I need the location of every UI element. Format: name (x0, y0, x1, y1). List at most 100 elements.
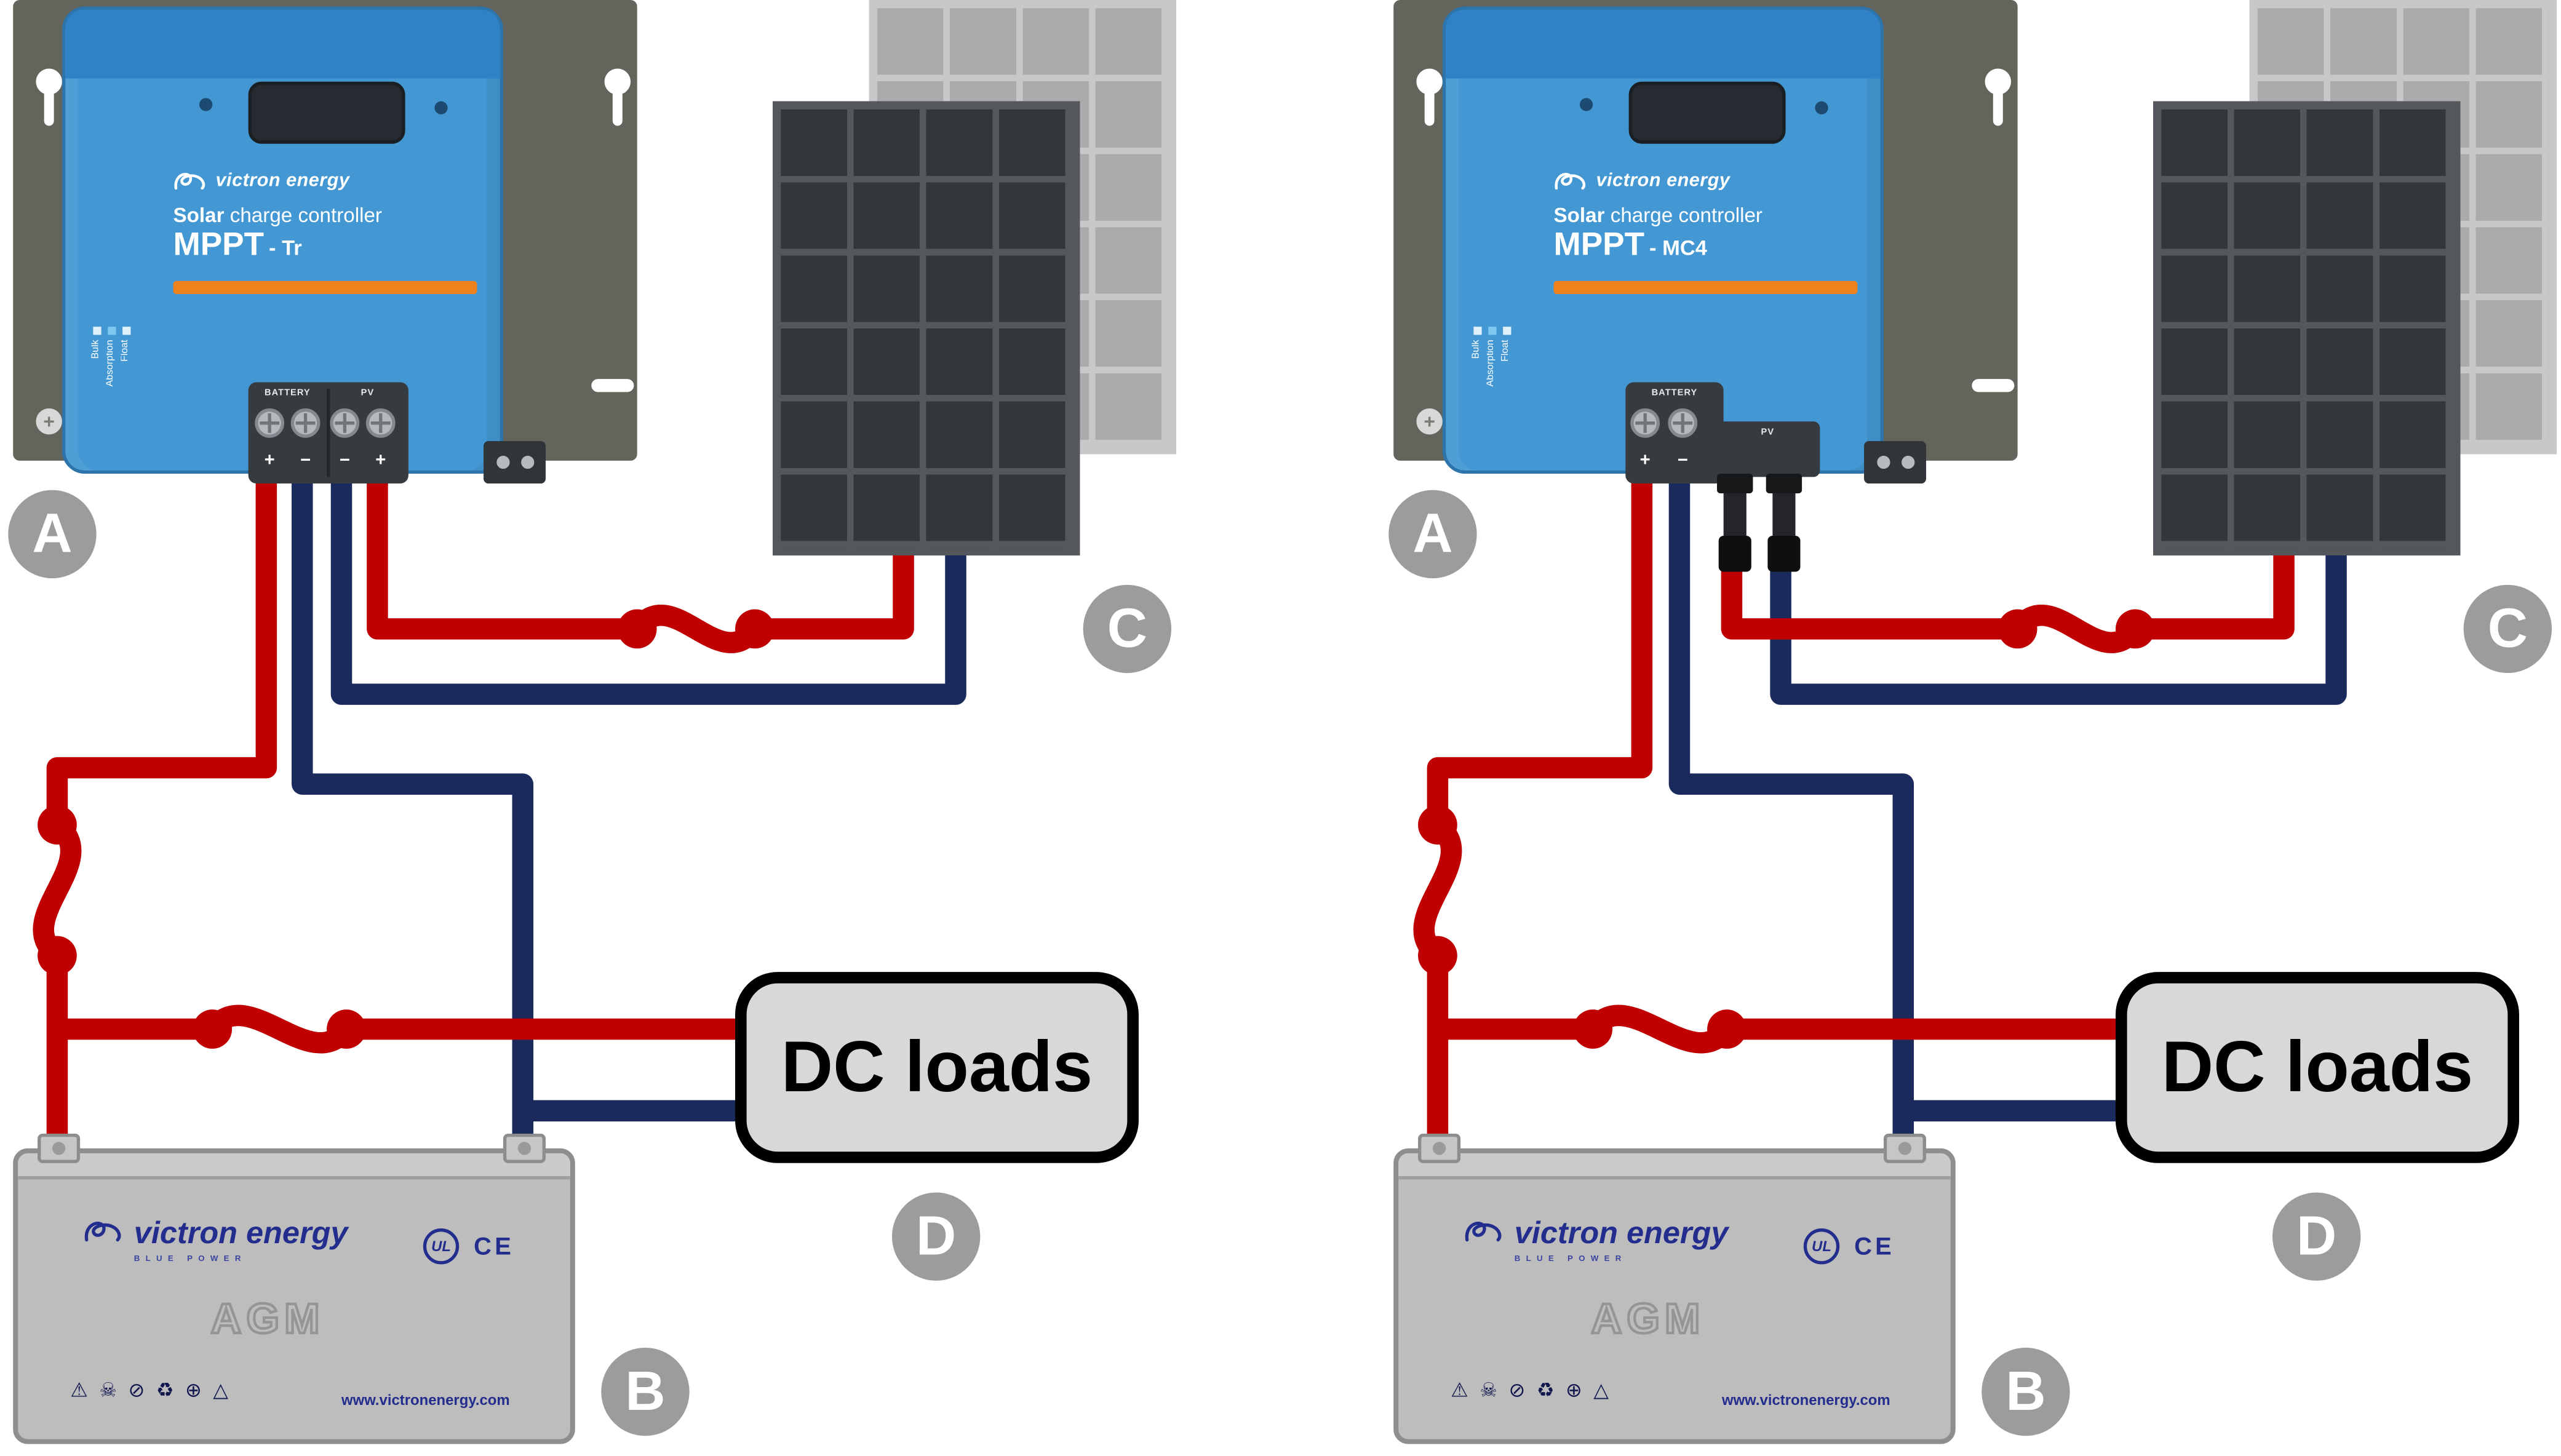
prohibited-icon: ⊘ (1508, 1378, 1526, 1402)
led-icon (121, 327, 130, 335)
product-rest: charge controller (1604, 204, 1762, 228)
screw-icon: + (36, 408, 62, 435)
model-variant: - Tr (269, 235, 302, 260)
fuse-terminal (38, 805, 77, 845)
product-rest: charge controller (224, 204, 382, 228)
polarity-sign: − (300, 450, 311, 471)
wiring-right (1413, 460, 2347, 1153)
model-variant: - MC4 (1649, 235, 1707, 260)
marker-c: C (2463, 584, 2552, 674)
terminal-screw-icon (290, 408, 321, 438)
accent-bar (1553, 280, 1858, 295)
mc4-shaft (1772, 493, 1796, 536)
mppt-mc4-diagram: + victron energy Solar charge controller… (1380, 0, 2561, 1455)
fuse-terminal (327, 1009, 366, 1049)
model-name: MPPT (173, 227, 265, 263)
charge-controller: victron energy Solar charge controller M… (62, 6, 546, 484)
mc4-tip (1718, 536, 1751, 572)
dc-loads-box: DC loads (735, 972, 1139, 1163)
battery-lid (1398, 1153, 1951, 1180)
warning-icon: ⚠ (70, 1378, 88, 1402)
keyhole-slot-icon (604, 68, 631, 128)
safety-icons: ⚠ ☠ ⊘ ♻ ⊕ △ (70, 1380, 228, 1400)
victron-logo: victron energy BLUE POWER (1464, 1219, 1728, 1264)
solar-panel-front (773, 101, 1080, 555)
battery-positive-terminal (38, 1133, 81, 1163)
mppt-tr-diagram: + victron energy Solar charge controller… (0, 0, 1184, 1455)
fuse-terminal (1997, 609, 2037, 649)
screw-icon (495, 455, 509, 469)
battery-positive-wire (46, 460, 277, 825)
pv-negative-wire (330, 460, 966, 705)
led-icon (106, 327, 116, 335)
victron-swirl-icon (84, 1222, 121, 1242)
terminal-screw-icon (330, 408, 360, 438)
mc4-connector-negative (1766, 474, 1802, 572)
certification-marks: UL CE (423, 1228, 514, 1265)
led-float: Float (1501, 327, 1511, 386)
marker-d: D (2272, 1192, 2361, 1281)
solar-panel-front (2153, 101, 2461, 555)
aux-connector (1864, 441, 1926, 484)
screw-icon (1900, 455, 1914, 469)
product-bold: Solar (173, 204, 225, 228)
battery-negative-terminal (503, 1133, 546, 1163)
polarity-sign: − (339, 450, 350, 471)
led-float: Float (121, 327, 130, 386)
pv-connector-block: PV (1715, 421, 1820, 477)
mount-slot-icon (591, 379, 634, 392)
battery: victron energy BLUE POWER AGM UL CE ⚠ ☠ … (13, 1133, 575, 1444)
screw-icon (1579, 98, 1593, 111)
info-icon: ⊕ (1566, 1378, 1582, 1402)
screw-icon (199, 98, 213, 111)
screw-icon (1876, 455, 1890, 469)
product-line: Solar charge controller (1553, 204, 1762, 227)
victron-swirl-icon (1555, 172, 1586, 190)
victron-swirl-icon (174, 172, 205, 190)
terminal-screw-icon (365, 408, 396, 438)
ul-mark-icon: UL (423, 1228, 460, 1265)
polarity-sign: + (375, 450, 386, 471)
caution-icon: △ (1593, 1378, 1609, 1402)
victron-logo: victron energy BLUE POWER (83, 1219, 348, 1264)
victron-logo: victron energy (1553, 170, 1730, 193)
led-icon (1473, 327, 1481, 335)
wiring-left (33, 460, 966, 1153)
status-leds: Bulk Absorption Float (1472, 327, 1511, 387)
accent-bar (173, 280, 477, 295)
led-absorption: Absorption (106, 327, 116, 387)
mc4-shaft (1723, 493, 1746, 536)
product-bold: Solar (1553, 204, 1605, 228)
screw-icon (434, 101, 448, 114)
prohibited-icon: ⊘ (128, 1378, 145, 1402)
battery-terminal-label: BATTERY (1651, 389, 1698, 399)
battery-fuse-loop (1413, 816, 1462, 965)
led-absorption: Absorption (1487, 327, 1497, 387)
controller-top-band (1446, 9, 1881, 79)
fuse-terminal (193, 1009, 233, 1049)
battery-type-label: AGM (1590, 1292, 1705, 1344)
fuse-terminal (1707, 1009, 1746, 1049)
battery-negative-wire (292, 460, 534, 1153)
hazard-icon: ☠ (99, 1378, 117, 1402)
battery-positive-terminal (1418, 1133, 1461, 1163)
brand-name: victron energy (1596, 171, 1731, 191)
fuse-terminal (735, 609, 775, 649)
model-line: MPPT- Tr (173, 227, 301, 265)
fuse-terminal (38, 936, 77, 976)
pv-positive-wire (1721, 552, 2018, 640)
dc-fuse-loop (1584, 1004, 1735, 1054)
battery-negative-wire (1668, 460, 1914, 1153)
marker-b: B (601, 1347, 690, 1436)
battery-terminal-label: BATTERY (264, 389, 311, 399)
mc4-collar (1766, 474, 1802, 493)
polarity-sign: + (264, 450, 275, 471)
website-label: www.victronenergy.com (341, 1391, 510, 1409)
fuse-terminal (1573, 1009, 1613, 1049)
fuse-terminal (1418, 936, 1457, 976)
website-label: www.victronenergy.com (1722, 1391, 1890, 1409)
warning-icon: ⚠ (1451, 1378, 1468, 1402)
terminal-block: BATTERY PV + − − + (248, 382, 408, 484)
keyhole-slot-icon (36, 68, 62, 128)
